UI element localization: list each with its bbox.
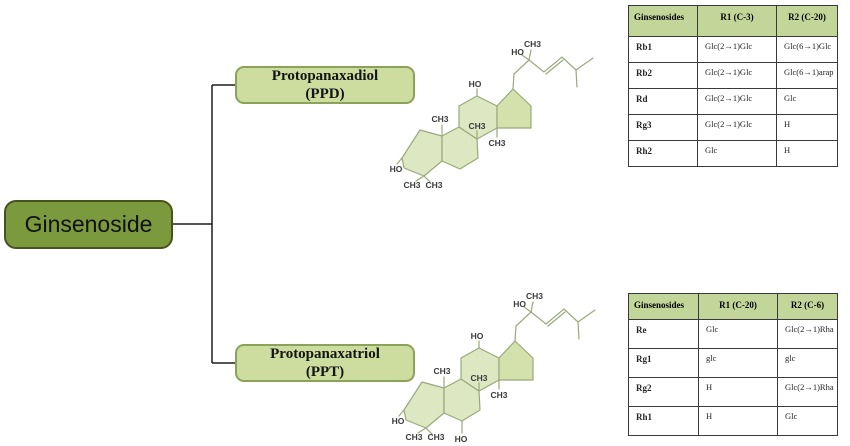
table-header-cell: R2 (C-20) xyxy=(776,5,838,37)
table-cell: Glc(6→1)Glc xyxy=(776,36,838,63)
table-row: Rh1 H Glc xyxy=(628,406,838,436)
ho-c3-label: HO xyxy=(392,416,405,426)
ppd-table: Ginsenosides R1 (C-3) R2 (C-20) Rb1 Glc(… xyxy=(628,5,838,167)
ring-d xyxy=(496,88,532,129)
ch3-c4b-label: CH3 xyxy=(427,432,444,442)
table-cell: Glc(2→1)Rha xyxy=(777,377,838,407)
root-node-ginsenoside: Ginsenoside xyxy=(4,200,173,249)
table-cell: Rh1 xyxy=(628,406,699,436)
bond-lines xyxy=(398,301,596,435)
ch3-c20-label: CH3 xyxy=(524,39,541,49)
table-cell: Rg1 xyxy=(628,348,699,378)
table-cell: H xyxy=(698,406,778,436)
ho-c3-label: HO xyxy=(390,164,403,174)
branch-node-ppd: Protopanaxadiol (PPD) xyxy=(235,66,415,104)
table-row: Rh2 Glc H xyxy=(628,140,838,167)
table-cell: H xyxy=(698,377,778,407)
table-header-cell: R1 (C-3) xyxy=(697,5,777,37)
table-cell: Glc(2→1)Glc xyxy=(697,88,777,115)
ring-a xyxy=(401,129,443,177)
table-cell: Rh2 xyxy=(628,140,698,167)
table-row: Rd Glc(2→1)Glc Glc xyxy=(628,88,838,115)
table-header-cell: Ginsenosides xyxy=(628,293,699,320)
table-cell: Glc(2→1)Glc xyxy=(697,62,777,89)
table-cell: Rd xyxy=(628,88,698,115)
ho-c12-label: HO xyxy=(471,331,484,341)
ppt-table: Ginsenosides R1 (C-20) R2 (C-6) Re Glc G… xyxy=(628,293,838,436)
ppd-structure-drawing: HO CH3 CH3 CH3 CH3 CH3 HO HO CH3 xyxy=(390,39,594,190)
ppd-table-header-row: Ginsenosides R1 (C-3) R2 (C-20) xyxy=(628,5,838,37)
table-cell: glc xyxy=(698,348,778,378)
ch3-c4a-label: CH3 xyxy=(403,180,420,190)
table-header-cell: R2 (C-6) xyxy=(777,293,838,320)
ppt-table-header-row: Ginsenosides R1 (C-20) R2 (C-6) xyxy=(628,293,838,320)
table-row: Re Glc Glc(2→1)Rha xyxy=(628,319,838,349)
ch3-c8-label: CH3 xyxy=(470,373,487,383)
ho-c20-label: HO xyxy=(513,299,526,309)
ch3-c4a-label: CH3 xyxy=(405,432,422,442)
table-cell: Re xyxy=(628,319,699,349)
table-cell: Glc(6→1)arap xyxy=(776,62,838,89)
ch3-c10-label: CH3 xyxy=(433,366,450,376)
table-cell: H xyxy=(776,140,838,167)
table-header-cell: R1 (C-20) xyxy=(698,293,778,320)
table-cell: H xyxy=(776,114,838,141)
table-cell: Glc xyxy=(698,319,778,349)
table-header-cell: Ginsenosides xyxy=(628,5,698,37)
root-node-label: Ginsenoside xyxy=(24,211,153,237)
ch3-c4b-label: CH3 xyxy=(425,180,442,190)
ppt-molecule-skeleton: HO CH3 CH3 CH3 CH3 CH3 HO HO CH3 HO xyxy=(392,291,596,444)
ch3-c20-label: CH3 xyxy=(526,291,543,301)
table-row: Rg3 Glc(2→1)Glc H xyxy=(628,114,838,141)
ho-c6-label: HO xyxy=(455,434,468,444)
ch3-c8-label: CH3 xyxy=(468,121,485,131)
ppt-structure-drawing: HO CH3 CH3 CH3 CH3 CH3 HO HO CH3 HO xyxy=(392,291,596,444)
table-row: Rb2 Glc(2→1)Glc Glc(6→1)arap xyxy=(628,62,838,89)
table-cell: Glc xyxy=(777,406,838,436)
table-cell: Glc(2→1)Rha xyxy=(777,319,838,349)
ring-d xyxy=(498,340,534,381)
table-cell: Glc xyxy=(776,88,838,115)
table-cell: glc xyxy=(777,348,838,378)
table-cell: Rg3 xyxy=(628,114,698,141)
ppd-label-line1: Protopanaxadiol xyxy=(271,68,379,84)
ppt-label-line2: (PPT) xyxy=(305,364,345,380)
bond-lines xyxy=(396,49,594,183)
ch3-c14-label: CH3 xyxy=(488,138,505,148)
table-cell: Glc xyxy=(697,140,777,167)
table-cell: Glc(2→1)Glc xyxy=(697,36,777,63)
table-cell: Rg2 xyxy=(628,377,699,407)
ho-c12-label: HO xyxy=(469,79,482,89)
table-row: Rg2 H Glc(2→1)Rha xyxy=(628,377,838,407)
table-cell: Glc(2→1)Glc xyxy=(697,114,777,141)
branch-node-ppt: Protopanaxatriol (PPT) xyxy=(235,344,415,382)
ppd-label-line2: (PPD) xyxy=(305,86,345,102)
ring-a xyxy=(403,381,445,429)
table-row: Rb1 Glc(2→1)Glc Glc(6→1)Glc xyxy=(628,36,838,63)
ppt-label-line1: Protopanaxatriol xyxy=(270,346,380,362)
table-cell: Rb2 xyxy=(628,62,698,89)
ch3-c10-label: CH3 xyxy=(431,114,448,124)
ppd-molecule-skeleton: HO CH3 CH3 CH3 CH3 CH3 HO HO CH3 xyxy=(390,39,594,190)
table-cell: Rb1 xyxy=(628,36,698,63)
ho-c20-label: HO xyxy=(511,47,524,57)
ch3-c14-label: CH3 xyxy=(490,390,507,400)
table-row: Rg1 glc glc xyxy=(628,348,838,378)
